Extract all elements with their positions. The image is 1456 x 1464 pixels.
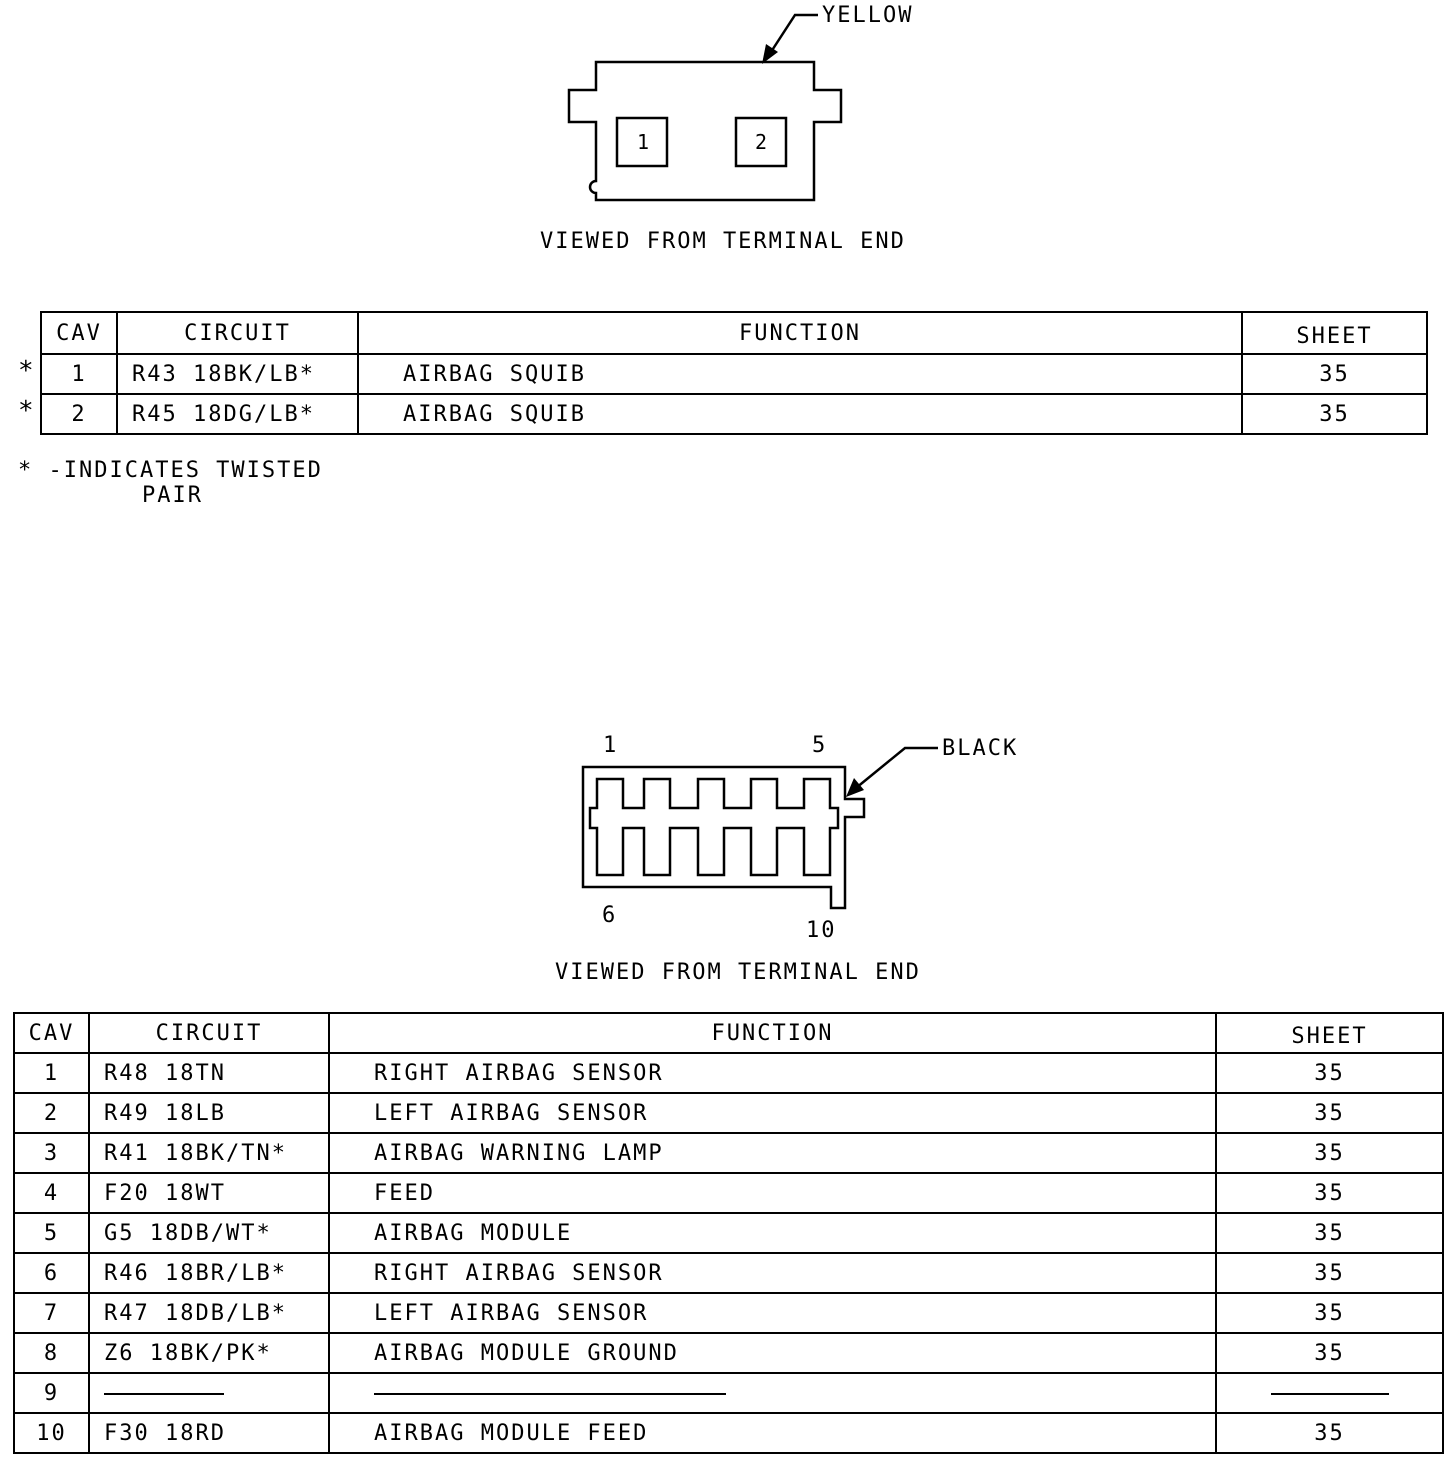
cell-sheet: 35 [1215,1132,1444,1174]
connector1-pinout-table: CAV CIRCUIT FUNCTION SHEET 1 R43 18BK/LB… [40,311,1428,435]
cell-cav: 6 [13,1252,90,1294]
connector2-view-label: VIEWED FROM TERMINAL END [555,960,921,985]
header-circuit: CIRCUIT [88,1012,330,1054]
connector2-body [581,765,866,910]
connector1-color-label: YELLOW [822,3,914,28]
cell-circuit: R49 18LB [88,1092,330,1134]
twisted-pair-marker: * [18,356,34,386]
pin-label-6: 6 [602,903,618,928]
table-row: 5 G5 18DB/WT* AIRBAG MODULE 35 [13,1212,1444,1254]
cell-circuit: R43 18BK/LB* [116,353,359,395]
table-row: 7 R47 18DB/LB* LEFT AIRBAG SENSOR 35 [13,1292,1444,1334]
connector2-leader-arrow [846,746,938,797]
table-row: 10 F30 18RD AIRBAG MODULE FEED 35 [13,1412,1444,1454]
cell-sheet-blank [1215,1372,1444,1414]
cell-circuit: R46 18BR/LB* [88,1252,330,1294]
cell-function: AIRBAG MODULE GROUND [328,1332,1217,1374]
table-row: 2 R45 18DG/LB* AIRBAG SQUIB 35 [40,393,1428,435]
table-header-row: CAV CIRCUIT FUNCTION SHEET [13,1012,1444,1054]
header-cav: CAV [40,311,118,355]
cell-cav: 1 [13,1052,90,1094]
cell-function: AIRBAG SQUIB [357,393,1243,435]
table-row: 6 R46 18BR/LB* RIGHT AIRBAG SENSOR 35 [13,1252,1444,1294]
table-row: 4 F20 18WT FEED 35 [13,1172,1444,1214]
cell-function: RIGHT AIRBAG SENSOR [328,1252,1217,1294]
connector2-cavities [588,777,840,877]
cell-function: FEED [328,1172,1217,1214]
connector1-cavity-1 [615,116,669,168]
cell-cav: 2 [40,393,118,435]
cell-circuit: R41 18BK/TN* [88,1132,330,1174]
table-row: 3 R41 18BK/TN* AIRBAG WARNING LAMP 35 [13,1132,1444,1174]
connector1-leader-arrow [762,13,818,64]
cell-circuit-blank [88,1372,330,1414]
header-sheet: SHEET [1215,1012,1444,1054]
cavity-label-2: 2 [755,130,770,154]
cell-sheet: 35 [1215,1332,1444,1374]
cell-sheet: 35 [1215,1212,1444,1254]
cell-cav: 3 [13,1132,90,1174]
header-sheet: SHEET [1241,311,1428,355]
cell-function: AIRBAG MODULE FEED [328,1412,1217,1454]
cell-sheet: 35 [1215,1052,1444,1094]
cell-sheet: 35 [1215,1252,1444,1294]
connector2-color-label: BLACK [942,736,1019,761]
cell-circuit: F30 18RD [88,1412,330,1454]
blank-line [374,1392,726,1395]
table-header-row: CAV CIRCUIT FUNCTION SHEET [40,311,1428,355]
cell-circuit: R45 18DG/LB* [116,393,359,435]
header-cav: CAV [13,1012,90,1054]
cell-cav: 2 [13,1092,90,1134]
connector1-cavity-2 [734,116,788,168]
table-row: 2 R49 18LB LEFT AIRBAG SENSOR 35 [13,1092,1444,1134]
pin-label-5: 5 [812,733,828,758]
cell-function: RIGHT AIRBAG SENSOR [328,1052,1217,1094]
twisted-pair-marker: * [18,396,34,426]
cell-cav: 10 [13,1412,90,1454]
cell-circuit: R47 18DB/LB* [88,1292,330,1334]
cell-cav: 5 [13,1212,90,1254]
cell-function: AIRBAG WARNING LAMP [328,1132,1217,1174]
cell-sheet: 35 [1241,353,1428,395]
cell-sheet: 35 [1215,1292,1444,1334]
blank-line [1270,1392,1389,1395]
table-row-empty: 9 [13,1372,1444,1414]
header-circuit: CIRCUIT [116,311,359,355]
cell-circuit: Z6 18BK/PK* [88,1332,330,1374]
cell-cav: 8 [13,1332,90,1374]
cell-circuit: G5 18DB/WT* [88,1212,330,1254]
cell-sheet: 35 [1241,393,1428,435]
twisted-pair-note: * -INDICATES TWISTED [18,458,323,483]
cell-cav: 7 [13,1292,90,1334]
table-row: 1 R48 18TN RIGHT AIRBAG SENSOR 35 [13,1052,1444,1094]
connector1-body [567,60,843,202]
cell-sheet: 35 [1215,1172,1444,1214]
cell-function-blank [328,1372,1217,1414]
table-row: 1 R43 18BK/LB* AIRBAG SQUIB 35 [40,353,1428,395]
twisted-pair-note-cont: PAIR [142,483,203,508]
cell-function: AIRBAG MODULE [328,1212,1217,1254]
cell-cav: 9 [13,1372,90,1414]
cavity-label-1: 1 [637,130,652,154]
cell-sheet: 35 [1215,1092,1444,1134]
cell-circuit: R48 18TN [88,1052,330,1094]
cell-sheet: 35 [1215,1412,1444,1454]
cell-function: AIRBAG SQUIB [357,353,1243,395]
cell-cav: 4 [13,1172,90,1214]
cell-function: LEFT AIRBAG SENSOR [328,1292,1217,1334]
pin-label-10: 10 [806,918,837,943]
cell-cav: 1 [40,353,118,395]
table-row: 8 Z6 18BK/PK* AIRBAG MODULE GROUND 35 [13,1332,1444,1374]
header-function: FUNCTION [357,311,1243,355]
connector2-pinout-table: CAV CIRCUIT FUNCTION SHEET 1 R48 18TN RI… [13,1012,1444,1454]
pin-label-1: 1 [603,733,619,758]
header-function: FUNCTION [328,1012,1217,1054]
cell-function: LEFT AIRBAG SENSOR [328,1092,1217,1134]
blank-line [104,1392,224,1395]
connector1-view-label: VIEWED FROM TERMINAL END [540,229,906,254]
cell-circuit: F20 18WT [88,1172,330,1214]
